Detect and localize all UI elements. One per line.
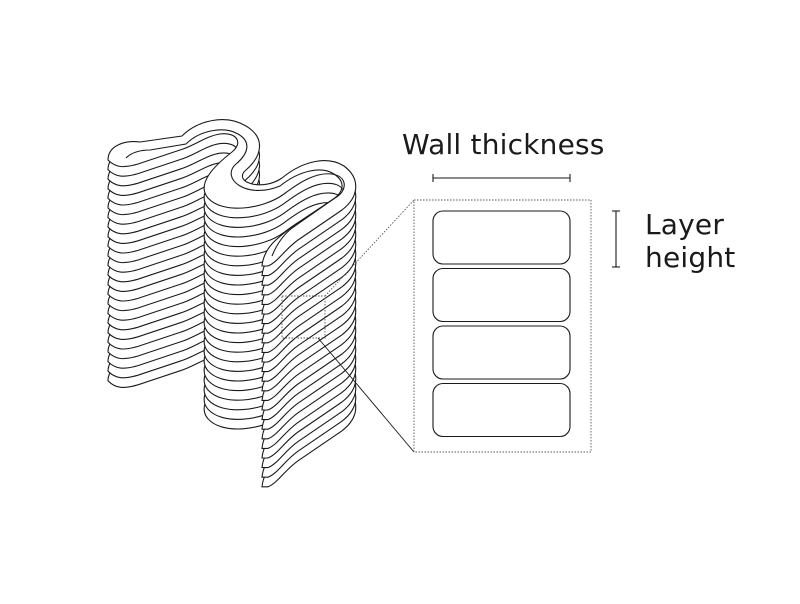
detail-layer (432, 325, 571, 380)
zoom-connector-bottom (317, 337, 415, 453)
detail-layer (432, 382, 571, 438)
wall-layer (107, 119, 357, 267)
wall-thickness-label: Wall thickness (402, 128, 605, 161)
detail-layer (432, 267, 571, 323)
zoom-connector-top (324, 199, 415, 297)
zoom-source-box (281, 295, 326, 339)
printed-wall-stack (107, 119, 357, 488)
detail-layer-group (432, 210, 571, 438)
layer-height-label-line2: height (645, 241, 736, 274)
detail-layer (432, 210, 571, 265)
layer-height-label-line1: Layer (645, 208, 725, 241)
top-layer-inner-path (125, 129, 343, 257)
